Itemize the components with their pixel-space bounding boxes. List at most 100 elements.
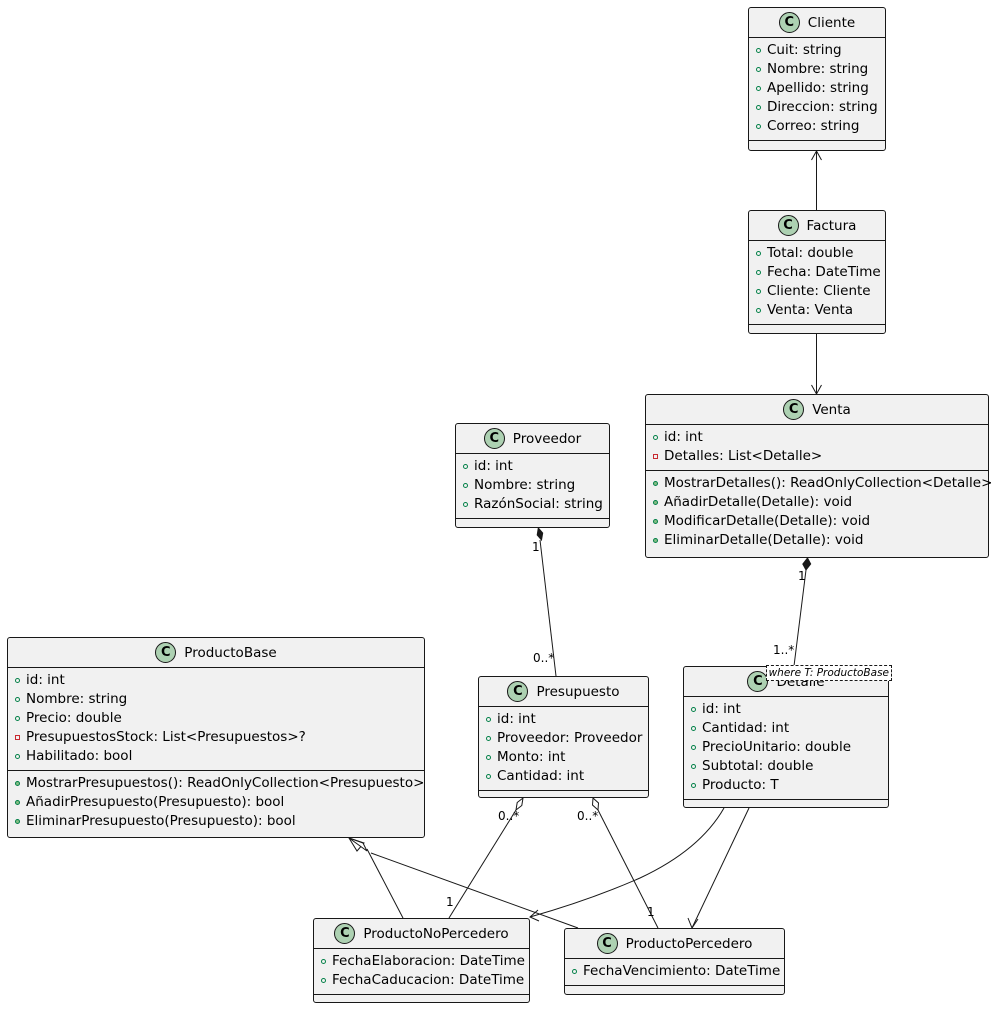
mult-presupuesto-perc-0n: 0..* <box>577 809 598 823</box>
method-row: MostrarPresupuestos(): ReadOnlyCollectio… <box>15 774 424 793</box>
class-c-icon: C <box>778 12 800 33</box>
class-c-icon: C <box>783 399 805 420</box>
attribute-row: Nombre: string <box>756 60 885 79</box>
class-c-icon: C <box>155 642 177 663</box>
attribute-text: id: int <box>664 429 703 445</box>
public-visibility-icon <box>15 678 20 683</box>
attribute-row: Cliente: Cliente <box>756 282 885 301</box>
attribute-text: Nombre: string <box>767 61 869 77</box>
composition-diamond-venta <box>802 557 812 571</box>
methods-section <box>565 986 784 994</box>
attribute-text: Proveedor: Proveedor <box>497 730 643 746</box>
attribute-text: Habilitado: bool <box>26 748 133 764</box>
public-visibility-icon <box>653 538 658 543</box>
attribute-text: Cuit: string <box>767 42 842 58</box>
attribute-text: Correo: string <box>767 118 860 134</box>
mult-presupuesto-0n: 0..* <box>533 651 554 665</box>
public-visibility-icon <box>15 800 20 805</box>
mult-proveedor-1: 1 <box>532 540 540 554</box>
class-c-icon: C <box>777 215 799 236</box>
methods-section <box>684 800 888 808</box>
attribute-row: PresupuestosStock: List<Presupuestos>? <box>15 728 424 747</box>
arrowhead-cliente <box>811 149 822 161</box>
class-c-icon: C <box>507 681 529 702</box>
mult-detalle-1n: 1..* <box>773 643 794 657</box>
attribute-row: id: int <box>691 700 888 719</box>
class-c-icon: C <box>334 923 356 944</box>
type-parameter-label: where T: ProductoBase <box>765 665 892 681</box>
class-name: ProductoBase <box>184 644 277 661</box>
attribute-row: id: int <box>486 710 648 729</box>
private-visibility-icon <box>653 454 658 459</box>
public-visibility-icon <box>572 969 577 974</box>
attribute-text: Cantidad: int <box>702 720 790 736</box>
method-text: EliminarDetalle(Detalle): void <box>664 532 864 548</box>
public-visibility-icon <box>691 783 696 788</box>
method-row: AñadirDetalle(Detalle): void <box>653 493 988 512</box>
attribute-text: Fecha: DateTime <box>767 264 881 280</box>
class-name: ProductoPercedero <box>625 935 753 952</box>
attribute-text: PrecioUnitario: double <box>702 739 852 755</box>
composition-diamond-proveedor <box>536 526 544 542</box>
attribute-row: Proveedor: Proveedor <box>486 729 648 748</box>
methods-section: MostrarPresupuestos(): ReadOnlyCollectio… <box>8 771 424 835</box>
methods-section <box>749 325 885 333</box>
method-row: ModificarDetalle(Detalle): void <box>653 512 988 531</box>
attribute-row: RazónSocial: string <box>463 495 609 514</box>
edge-presupuesto-perc <box>597 809 659 929</box>
public-visibility-icon <box>756 48 761 53</box>
method-text: AñadirDetalle(Detalle): void <box>664 494 853 510</box>
edge-inherit-noperc <box>366 848 404 919</box>
attribute-row: Subtotal: double <box>691 757 888 776</box>
aggregation-diamond-perc <box>591 796 600 812</box>
attribute-text: Cliente: Cliente <box>767 283 871 299</box>
attribute-text: id: int <box>474 458 513 474</box>
attribute-row: Total: double <box>756 244 885 263</box>
methods-section <box>479 791 648 799</box>
method-text: EliminarPresupuesto(Presupuesto): bool <box>26 813 296 829</box>
attribute-row: FechaVencimiento: DateTime <box>572 962 784 981</box>
class-name: ProductoNoPercedero <box>363 925 509 942</box>
attribute-row: Nombre: string <box>15 690 424 709</box>
attribute-row: Monto: int <box>486 748 648 767</box>
attribute-row: Apellido: string <box>756 79 885 98</box>
attribute-text: FechaCaducacion: DateTime <box>332 972 525 988</box>
arrowhead-noperc <box>529 909 540 922</box>
method-row: MostrarDetalles(): ReadOnlyCollection<De… <box>653 474 992 493</box>
attribute-text: id: int <box>497 711 536 727</box>
attribute-text: PresupuestosStock: List<Presupuestos>? <box>26 729 306 745</box>
method-row: EliminarPresupuesto(Presupuesto): bool <box>15 812 424 831</box>
attribute-row: Venta: Venta <box>756 301 885 320</box>
attribute-text: Total: double <box>767 245 854 261</box>
attribute-text: Apellido: string <box>767 80 869 96</box>
attribute-row: Fecha: DateTime <box>756 263 885 282</box>
class-header: C ProductoPercedero <box>565 929 784 959</box>
attribute-text: id: int <box>702 701 741 717</box>
attribute-text: Venta: Venta <box>767 302 854 318</box>
class-c-icon: C <box>596 933 618 954</box>
public-visibility-icon <box>756 105 761 110</box>
public-visibility-icon <box>15 716 20 721</box>
public-visibility-icon <box>691 707 696 712</box>
public-visibility-icon <box>653 500 658 505</box>
edge-detalle-perc <box>691 807 750 929</box>
method-row: AñadirPresupuesto(Presupuesto): bool <box>15 793 424 812</box>
aggregation-diamond-noperc <box>515 796 524 812</box>
attribute-row: Cantidad: int <box>691 719 888 738</box>
